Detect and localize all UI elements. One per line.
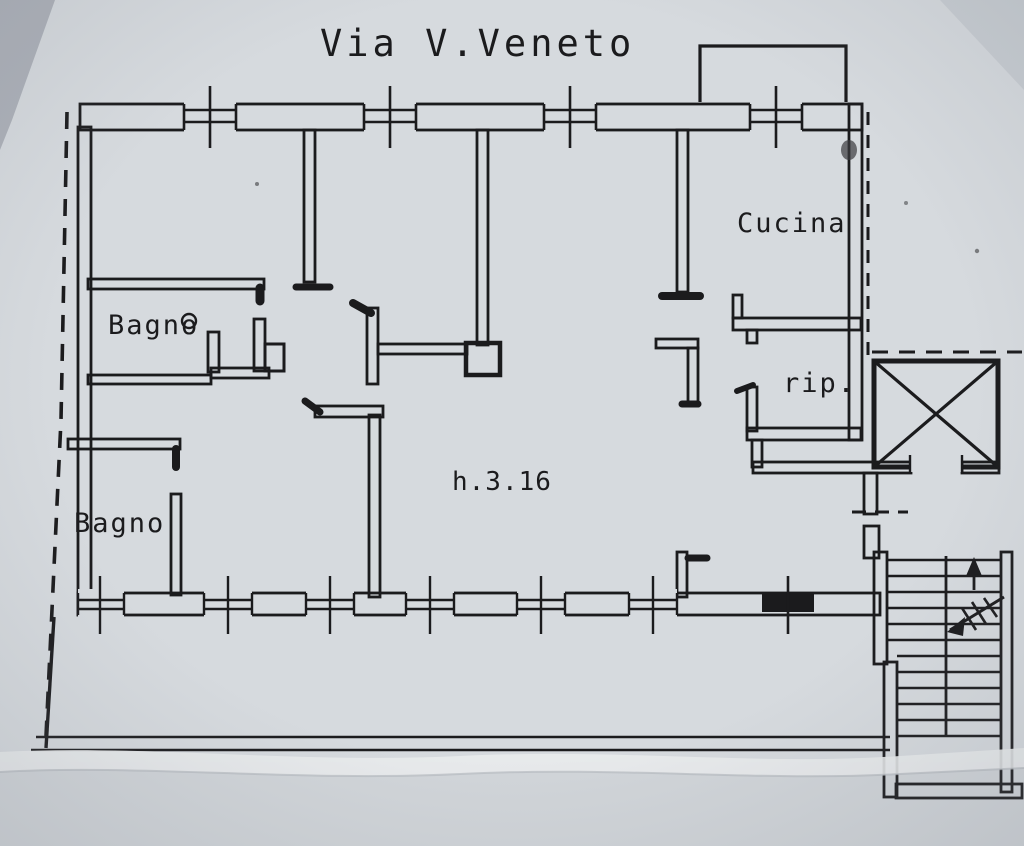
floor-plan-page: Via V.Veneto Bagno Bagno Cucina rip. h.3… (0, 0, 1024, 846)
floor-plan-svg: Via V.Veneto Bagno Bagno Cucina rip. h.3… (0, 0, 1024, 846)
vignette-overlay (0, 0, 1024, 846)
